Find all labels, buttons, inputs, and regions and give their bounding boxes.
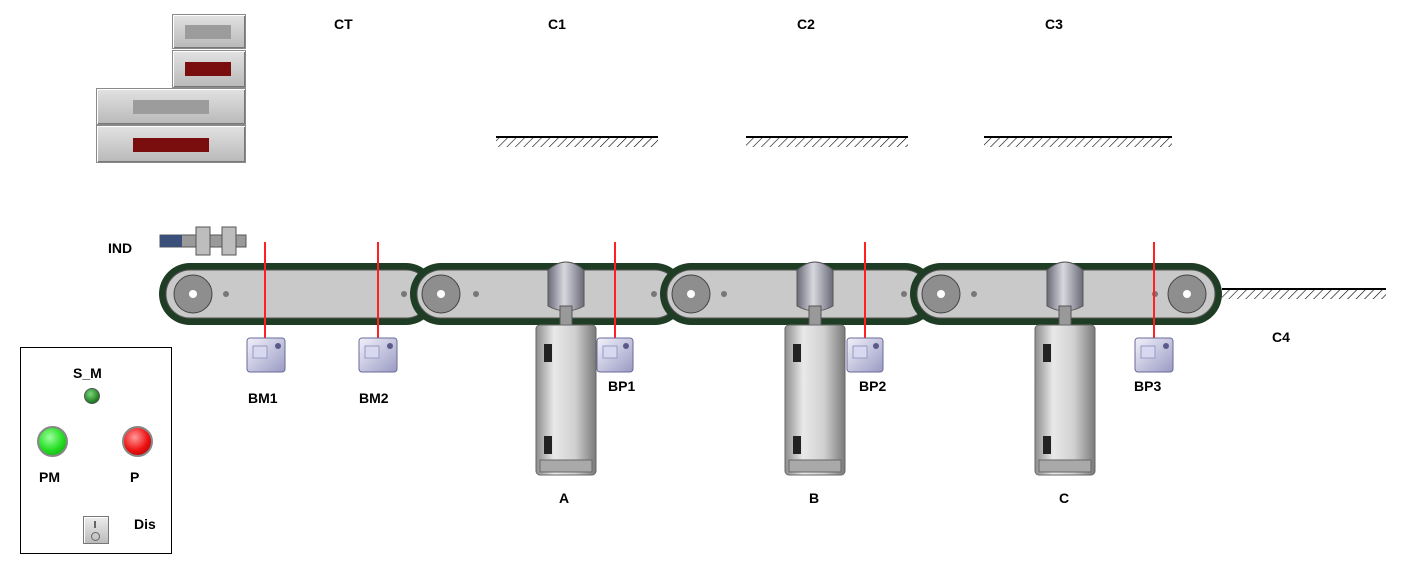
rocker-switch-icon[interactable] bbox=[83, 516, 109, 544]
sensor-bm1-icon bbox=[246, 337, 286, 373]
shelf-c3 bbox=[984, 136, 1172, 147]
label-bm1: BM1 bbox=[248, 390, 278, 406]
stop-button-p[interactable] bbox=[122, 426, 153, 457]
control-panel: S_M PM P Dis bbox=[20, 347, 172, 554]
sensor-bp3-icon bbox=[1134, 337, 1174, 373]
label-bp1: BP1 bbox=[608, 378, 636, 394]
ct-part-top-red bbox=[172, 50, 246, 88]
ct-part-bottom-red bbox=[96, 125, 246, 163]
conveyor-belt-1 bbox=[159, 263, 437, 325]
label-bp3: BP3 bbox=[1134, 378, 1162, 394]
label-pm: PM bbox=[39, 469, 60, 485]
sensor-bp1-icon bbox=[596, 337, 634, 373]
label-c2: C2 bbox=[797, 16, 815, 32]
shelf-c4 bbox=[1222, 288, 1386, 299]
cylinder-c-icon bbox=[1034, 261, 1096, 476]
label-ind: IND bbox=[108, 240, 133, 256]
label-c3: C3 bbox=[1045, 16, 1063, 32]
label-dis: Dis bbox=[134, 516, 156, 532]
shelf-c2 bbox=[746, 136, 908, 147]
label-cylinder-b: B bbox=[809, 490, 820, 506]
label-ct: CT bbox=[334, 16, 353, 32]
ct-part-top-grey bbox=[172, 14, 246, 49]
label-cylinder-a: A bbox=[559, 490, 570, 506]
conveyor-belt-3 bbox=[651, 263, 936, 325]
sensor-bm2-icon bbox=[358, 337, 398, 373]
inductive-sensor-icon bbox=[159, 226, 247, 256]
label-bp2: BP2 bbox=[859, 378, 887, 394]
sensor-bp2-icon bbox=[846, 337, 884, 373]
label-c4: C4 bbox=[1272, 329, 1290, 345]
label-c1: C1 bbox=[548, 16, 566, 32]
conveyor-belt-2 bbox=[401, 263, 686, 325]
label-p: P bbox=[130, 469, 140, 485]
cylinder-a-icon bbox=[535, 261, 597, 476]
ct-part-mid-grey bbox=[96, 88, 246, 125]
start-button-pm[interactable] bbox=[37, 426, 68, 457]
status-lamp-s-m bbox=[84, 388, 100, 404]
label-s-m: S_M bbox=[73, 365, 102, 381]
cylinder-b-icon bbox=[784, 261, 846, 476]
label-bm2: BM2 bbox=[359, 390, 389, 406]
label-cylinder-c: C bbox=[1059, 490, 1070, 506]
shelf-c1 bbox=[496, 136, 658, 147]
